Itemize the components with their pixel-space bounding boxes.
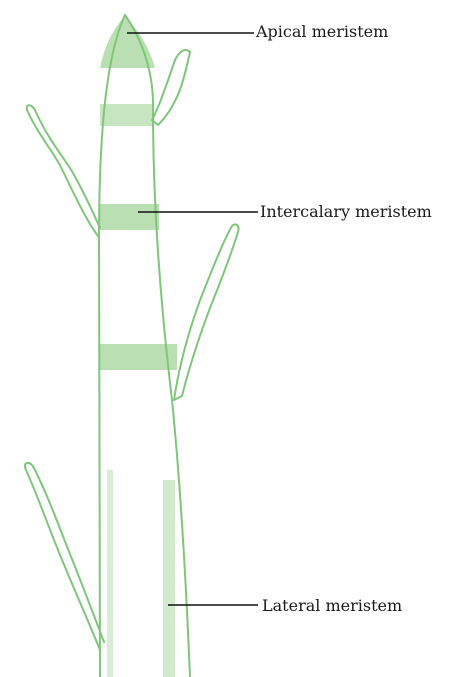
leaf-upper-left: [27, 105, 100, 236]
label-intercalary-meristem: Intercalary meristem: [260, 204, 432, 220]
stem-outline-left-lower: [99, 240, 100, 677]
label-lateral-meristem: Lateral meristem: [262, 598, 402, 614]
label-apical-meristem: Apical meristem: [256, 24, 388, 40]
intercalary-band-middle: [99, 204, 159, 230]
leaf-middle-right: [174, 224, 239, 400]
lateral-meristem-left: [107, 470, 113, 677]
leaf-lower-left: [25, 463, 104, 650]
leaf-upper-right: [152, 50, 190, 125]
intercalary-band-upper: [100, 104, 153, 126]
lateral-meristem-right: [163, 480, 175, 677]
